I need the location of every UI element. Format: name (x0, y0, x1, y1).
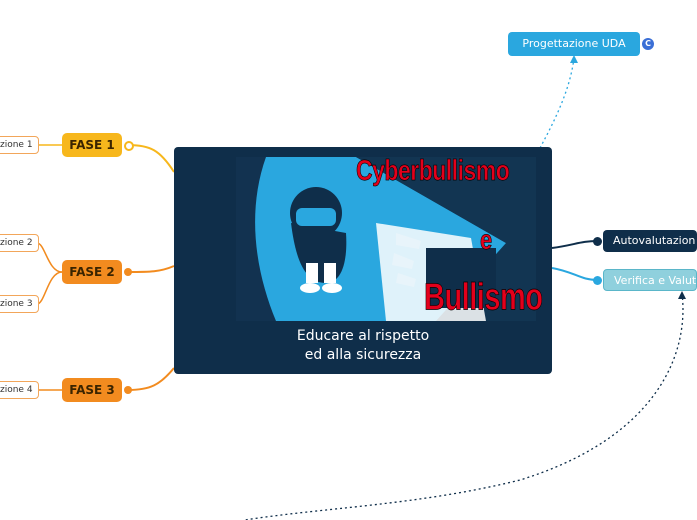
fase-3-node[interactable]: FASE 3 (62, 378, 122, 402)
lesson-node-4[interactable]: zione 4 (0, 381, 39, 399)
fase-2-node[interactable]: FASE 2 (62, 260, 122, 284)
lesson-label: zione 4 (0, 385, 33, 395)
image-text-bullismo: Bullismo (424, 277, 543, 319)
fase-2-connector-dot (124, 268, 132, 276)
dotted-link-uda (539, 57, 575, 149)
badge-c-icon[interactable]: C (642, 38, 654, 50)
autovalutazione-connector-dot (593, 237, 602, 246)
central-topic-node[interactable]: Cyberbullismo e Bullismo Educare al risp… (174, 147, 552, 374)
arrow-head-verifica (678, 291, 686, 299)
autovalutazione-node[interactable]: Autovalutazion (603, 230, 697, 252)
image-text-cyberbullismo: Cyberbullismo (356, 153, 510, 187)
verifica-connector-dot (593, 276, 602, 285)
fase-1-connector-dot (124, 141, 134, 151)
connector-fase-2 (127, 265, 175, 273)
connector-fase-1 (127, 144, 175, 173)
lesson-label: zione 1 (0, 140, 33, 150)
connector-verifica (551, 267, 599, 281)
cyberbullying-illustration (236, 157, 536, 321)
progettazione-uda-node[interactable]: Progettazione UDA (508, 32, 640, 56)
fase-3-connector-dot (124, 386, 132, 394)
arrow-head-uda (570, 55, 578, 63)
connector-lesson-2 (36, 242, 63, 273)
verifica-node[interactable]: Verifica e Valut (603, 269, 697, 291)
lesson-node-1[interactable]: zione 1 (0, 136, 39, 154)
lesson-label: zione 2 (0, 238, 33, 248)
central-title: Educare al rispetto ed alla sicurezza (296, 328, 430, 363)
lesson-node-3[interactable]: zione 3 (0, 295, 39, 313)
image-text-e: e (480, 223, 493, 255)
fase-1-node[interactable]: FASE 1 (62, 133, 122, 157)
lesson-node-2[interactable]: zione 2 (0, 234, 39, 252)
connector-autovalutazione (551, 240, 599, 249)
connector-fase-3 (127, 367, 175, 391)
lesson-label: zione 3 (0, 299, 33, 309)
connector-lesson-3 (36, 271, 63, 305)
